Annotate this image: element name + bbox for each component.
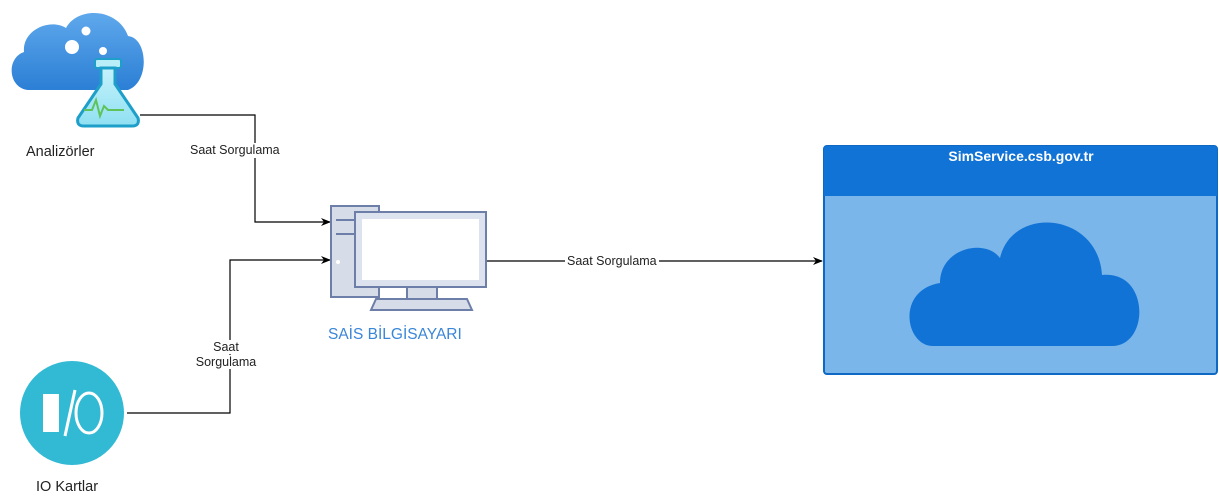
io-circle-icon — [20, 361, 124, 465]
edge-label-server: Saat Sorgulama — [565, 254, 659, 269]
edge-label-io-line2: Sorgulama — [195, 355, 257, 369]
io-cards-label: IO Kartlar — [36, 479, 99, 495]
desktop-computer-icon — [330, 205, 487, 311]
server-window — [823, 145, 1218, 375]
edge-label-io-line1: Saat — [213, 340, 239, 354]
edge-label-io: Saat Sorgulama — [186, 340, 266, 370]
cloud-icon — [909, 222, 1140, 346]
analyzers-label: Analizörler — [26, 144, 95, 160]
edge-io-to-pc — [127, 256, 331, 414]
cloud-flask-icon — [11, 13, 144, 128]
server-title: SimService.csb.gov.tr — [948, 148, 1094, 164]
pc-label: SAİS BİLGİSAYARI — [328, 326, 462, 343]
edge-label-analyzers: Saat Sorgulama — [190, 143, 280, 158]
edge-analyzers-to-pc — [140, 114, 331, 226]
